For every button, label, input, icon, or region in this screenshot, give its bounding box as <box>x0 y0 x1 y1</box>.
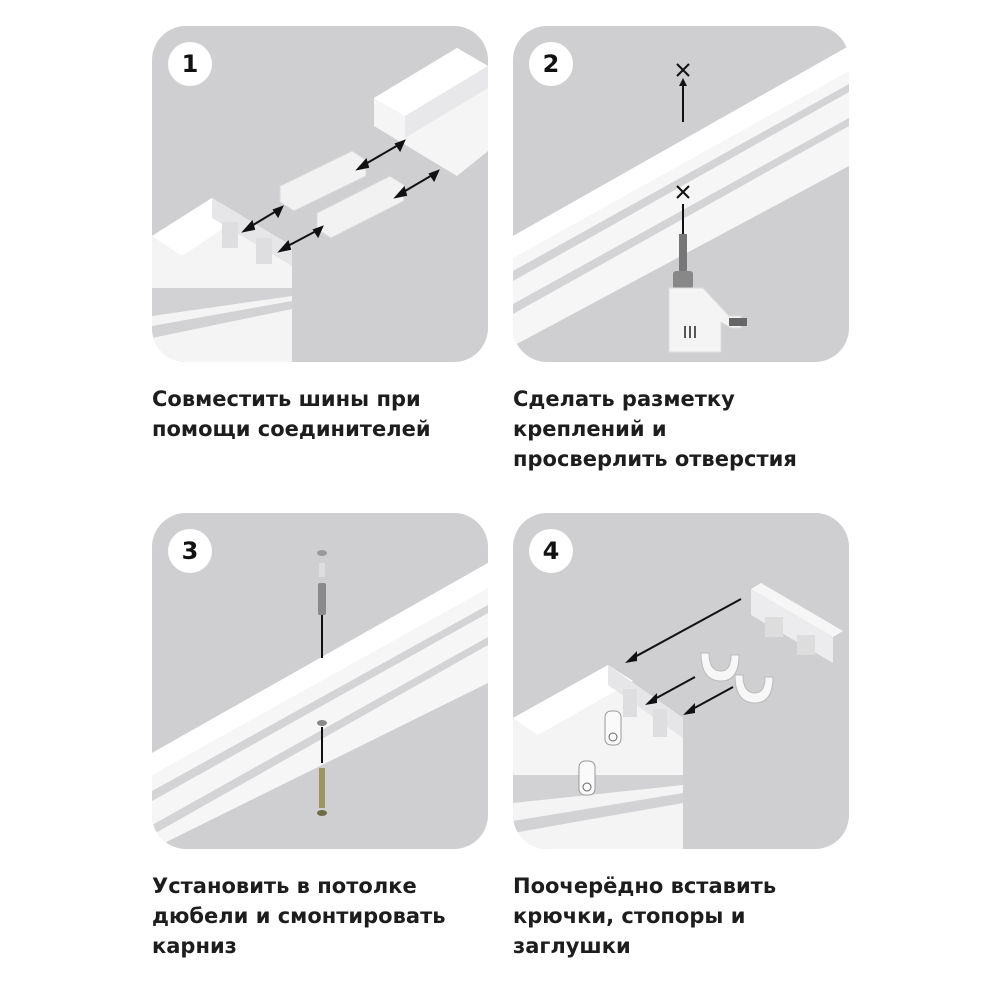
step-4-caption: Поочерёдно вставить крючки, стопоры и за… <box>513 874 777 958</box>
step-1-illustration: 1 <box>152 26 488 362</box>
step-4-illustration: 4 <box>513 513 849 849</box>
step-2-caption: Сделать разметку креплений и просверлить… <box>513 387 797 471</box>
hooks-insertion-illustration <box>513 583 843 849</box>
step-2-badge: 2 <box>529 42 573 86</box>
step-2-illustration: 2 <box>513 26 849 362</box>
step-3-badge: 3 <box>168 529 212 573</box>
step-1-caption: Совместить шины при помощи соединителей <box>152 387 431 441</box>
step-3-caption: Установить в потолке дюбели и смонтирова… <box>152 874 446 958</box>
rail-connector-illustration <box>152 48 488 362</box>
step-4-badge: 4 <box>529 529 573 573</box>
drilling-illustration <box>513 46 849 353</box>
step-1-badge: 1 <box>168 42 212 86</box>
step-3-illustration: 3 <box>152 513 488 849</box>
dowel-mounting-illustration <box>152 550 488 849</box>
